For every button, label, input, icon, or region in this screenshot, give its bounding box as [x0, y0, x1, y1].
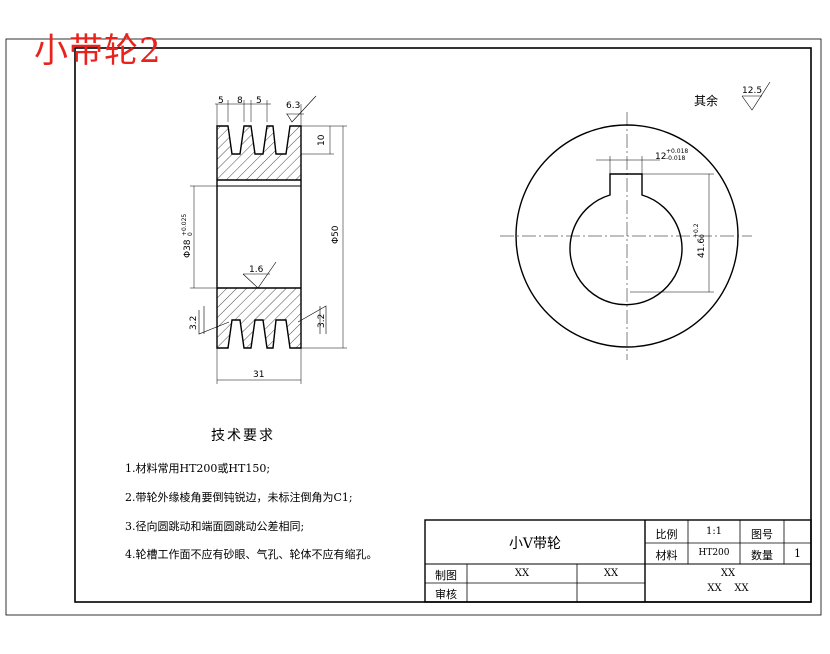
company-line-1: XX — [720, 568, 736, 579]
section-view — [190, 95, 347, 384]
material-label: 材料 — [655, 549, 678, 562]
part-name: 小V带轮 — [508, 536, 562, 552]
keyway-tol-lo: -0.018 — [666, 155, 686, 162]
depth-tol-up: +0.2 — [693, 223, 700, 238]
drawn-label: 制图 — [435, 569, 457, 582]
dim-5b: 5 — [256, 96, 262, 106]
dim-width: 31 — [253, 370, 264, 380]
check-label: 审核 — [435, 588, 457, 601]
keyway-tol-up: +0.018 — [666, 148, 688, 155]
tech-note-4: 4.轮槽工作面不应有砂眼、气孔、轮体不应有缩孔。 — [125, 548, 378, 561]
dim-10: 10 — [317, 134, 327, 146]
roughness-value: 12.5 — [742, 86, 762, 96]
keyway-width: 12 — [655, 152, 666, 162]
dim-bore: Φ38 — [183, 239, 193, 258]
rough-1-6-label: 1.6 — [249, 265, 264, 275]
rough-6-3-label: 6.3 — [286, 101, 300, 111]
drawn-name: XX — [514, 568, 530, 579]
rough-right-label: 3.2 — [317, 314, 327, 328]
dim-5a: 5 — [218, 96, 224, 106]
tech-note-2: 2.带轮外缘棱角要倒钝锐边，未标注倒角为C1; — [125, 491, 353, 504]
front-view — [500, 112, 752, 360]
title-block-lines — [424, 519, 812, 603]
keyway-depth: 41.6 — [697, 238, 707, 258]
rough-left-label: 3.2 — [189, 316, 199, 330]
drawing-title: 小带轮2 — [34, 31, 162, 71]
qty-value: 1 — [794, 547, 801, 560]
drawn-date: XX — [603, 568, 619, 579]
depth-tol-lo: 0 — [699, 234, 706, 238]
company-line-2: XX XX — [707, 583, 749, 594]
scale-value: 1:1 — [705, 526, 723, 537]
bore-tol-up: +0.025 — [181, 214, 188, 236]
qty-label: 数量 — [751, 549, 773, 562]
dim-height: Φ50 — [331, 225, 341, 244]
surface-prefix: 其余 — [694, 94, 719, 108]
outer-border — [5, 38, 822, 616]
material-value: HT200 — [698, 548, 730, 558]
drawing-no-label: 图号 — [751, 528, 773, 541]
tech-note-1: 1.材料常用HT200或HT150; — [125, 462, 271, 475]
dim-8: 8 — [237, 96, 243, 106]
scale-label: 比例 — [655, 528, 678, 541]
bore-tol-lo: 0 — [187, 232, 194, 236]
roughness-symbol — [741, 81, 771, 111]
tech-heading: 技术要求 — [211, 428, 275, 444]
tech-note-3: 3.径向圆跳动和端面圆跳动公差相同; — [125, 520, 305, 533]
